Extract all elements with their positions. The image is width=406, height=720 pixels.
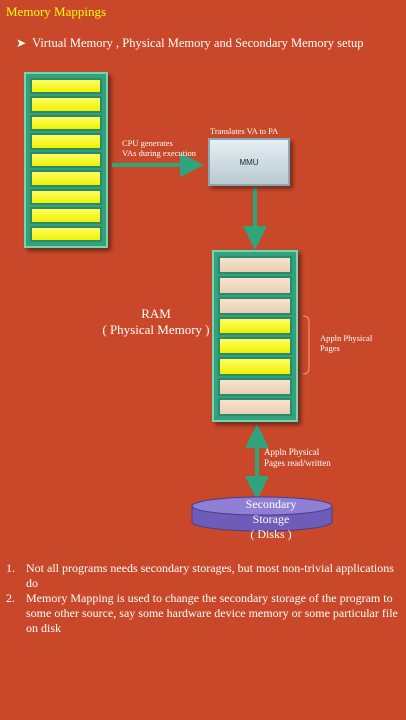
cpu-label-line2: VAs during execution (122, 148, 196, 158)
read-write-line1: Appln Physical (264, 447, 320, 457)
pages-bracket (302, 315, 310, 375)
physical-memory-stack (212, 250, 298, 422)
disk-label: Secondary Storage ( Disks ) (226, 497, 316, 542)
list-item: 2. Memory Mapping is used to change the … (6, 591, 398, 636)
page-title: Memory Mappings (6, 4, 107, 19)
cpu-label: CPU generates VAs during execution (122, 138, 196, 158)
virtual-page-cell (30, 96, 102, 113)
virtual-page-cell (30, 188, 102, 206)
appln-pages-label: Appln Physical Pages (320, 333, 372, 353)
appln-pages-line2: Pages (320, 343, 340, 353)
notes-list: 1. Not all programs needs secondary stor… (6, 561, 398, 636)
read-write-line2: Pages read/written (264, 458, 331, 468)
list-item-text: Memory Mapping is used to change the sec… (26, 591, 398, 635)
disk-label-line1: Secondary (245, 497, 297, 511)
physical-page-cell (218, 357, 292, 376)
physical-page-cell (218, 397, 292, 416)
ram-label: RAM ( Physical Memory ) (96, 306, 216, 338)
ram-label-line2: ( Physical Memory ) (102, 322, 210, 337)
list-item-number: 1. (6, 561, 15, 575)
virtual-page-cell (30, 207, 102, 224)
virtual-page-cell (30, 225, 102, 242)
subtitle-text: Virtual Memory , Physical Memory and Sec… (32, 36, 364, 50)
list-item: 1. Not all programs needs secondary stor… (6, 561, 398, 591)
read-write-label: Appln Physical Pages read/written (264, 447, 331, 469)
physical-page-cell (218, 316, 292, 335)
physical-page-cell (218, 337, 292, 356)
list-item-text: Not all programs needs secondary storage… (26, 561, 394, 590)
cpu-label-line1: CPU generates (122, 138, 173, 148)
physical-page-cell (218, 296, 292, 315)
physical-page-cell (218, 256, 292, 275)
disk-cylinder (191, 496, 333, 532)
list-item-number: 2. (6, 591, 15, 605)
ram-label-line1: RAM (141, 306, 171, 321)
appln-pages-line1: Appln Physical (320, 333, 373, 343)
virtual-page-cell (30, 114, 102, 132)
virtual-page-cell (30, 151, 102, 169)
disk-label-line3: ( Disks ) (250, 527, 292, 541)
arrow-bullet-icon: ➤ (16, 36, 27, 50)
virtual-page-cell (30, 133, 102, 150)
virtual-page-cell (30, 170, 102, 187)
physical-page-cell (218, 276, 292, 295)
physical-page-cell (218, 377, 292, 396)
virtual-memory-stack (24, 72, 108, 248)
mmu-caption: Translates VA to PA (210, 126, 279, 136)
disk-label-line2: Storage (252, 512, 290, 526)
virtual-page-cell (30, 78, 102, 95)
mmu-box: MMU (208, 138, 290, 186)
subtitle: ➤ Virtual Memory , Physical Memory and Se… (16, 36, 364, 51)
